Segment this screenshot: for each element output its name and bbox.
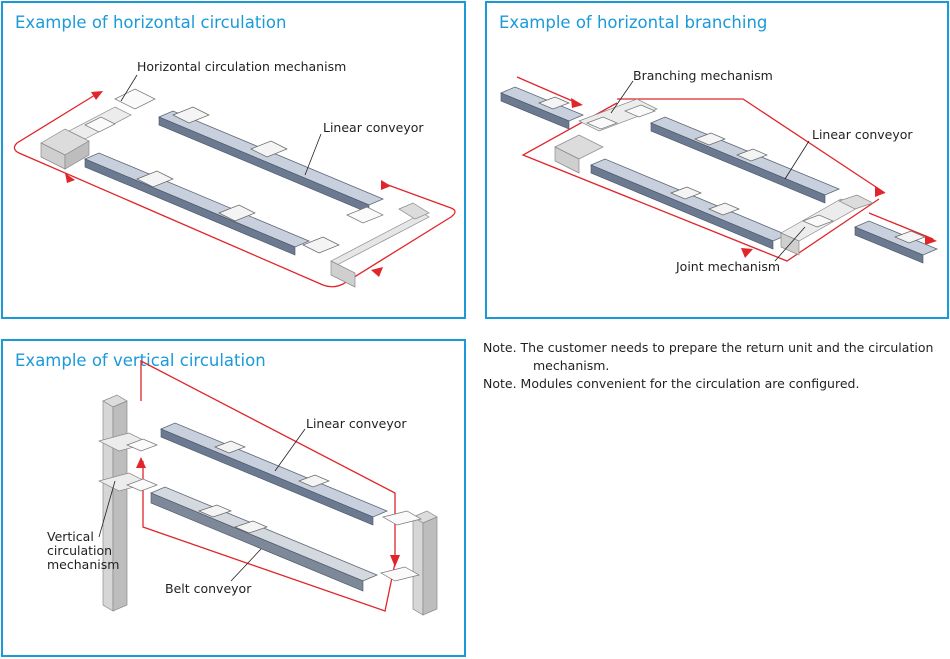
panel-horizontal-branching: Example of horizontal branching [485,1,949,319]
arrow-head [65,173,75,183]
vertical-circulation-illustration: Linear conveyor Vertical circulation mec… [47,359,438,616]
vertical-mechanism-label-line3: mechanism [47,557,119,572]
note-1-text: Note. The customer needs to prepare the … [483,340,934,355]
note-2-text: Note. Modules convenient for the circula… [483,376,860,391]
horizontal-circulation-illustration: Horizontal circulation mechanism Linear … [13,59,456,288]
panel-horizontal-circulation: Example of horizontal circulation [1,1,466,319]
arrow-head [390,555,400,567]
note-1-continuation: mechanism. [533,358,610,373]
notes: Note. The customer needs to prepare the … [483,339,938,393]
linear-conveyor-label: Linear conveyor [306,416,407,431]
belt-conveyor-label: Belt conveyor [165,581,252,596]
vertical-mechanism-label-line1: Vertical [47,529,94,544]
panel-title: Example of vertical circulation [15,351,266,370]
horizontal-branching-illustration: Branching mechanism Linear conveyor Join… [499,68,939,274]
arrow-head [91,91,103,100]
panel-title: Example of horizontal branching [499,13,768,32]
conveyor-label: Linear conveyor [323,120,424,135]
circulation-path [13,94,456,288]
arrow-head [381,180,391,190]
arrow-head [741,248,753,258]
circulation-path [516,76,886,262]
vertical-mechanism-label-line2: circulation [47,543,112,558]
note-2: Note. Modules convenient for the circula… [483,375,938,393]
panel-title: Example of horizontal circulation [15,13,287,32]
arrow-head [571,98,583,108]
panel-vertical-circulation: Example of vertical circulation Linear [1,339,466,657]
joint-label: Joint mechanism [675,259,780,274]
mechanism-label: Horizontal circulation mechanism [137,59,346,74]
arrow-head [371,267,383,277]
arrow-head [875,187,885,197]
conveyor-label: Linear conveyor [812,127,913,142]
note-1: Note. The customer needs to prepare the … [483,339,938,375]
arrow-head [925,235,937,245]
branching-label: Branching mechanism [633,68,773,83]
arrow-head [136,457,146,468]
